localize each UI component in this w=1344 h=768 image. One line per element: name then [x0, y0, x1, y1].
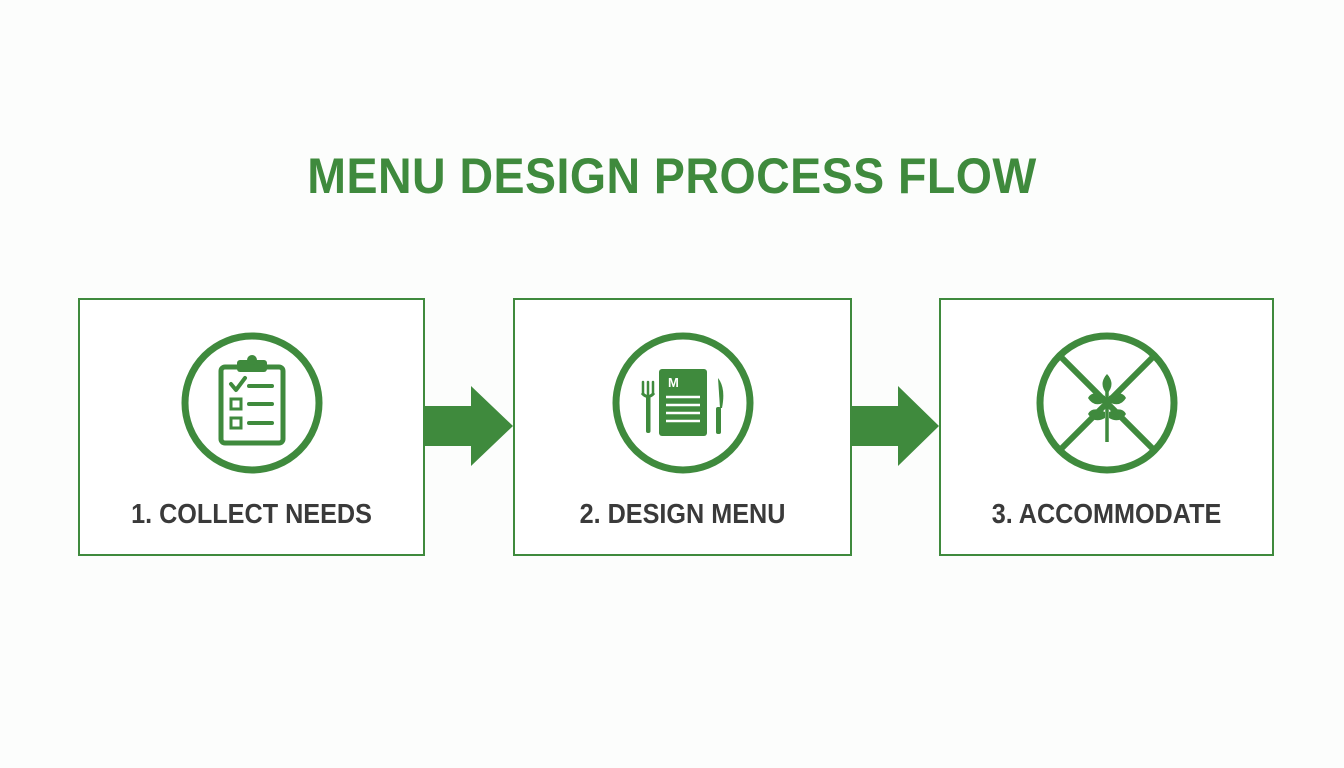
- step-box-collect-needs: 1. COLLECT NEEDS: [78, 298, 425, 556]
- no-plant-allergen-icon: [1034, 330, 1180, 476]
- flow-arrow-1-to-2: [425, 386, 513, 466]
- step-box-design-menu: M 2. DESIGN MENU: [513, 298, 852, 556]
- menu-card-letter: M: [668, 375, 679, 390]
- flow-arrow-2-to-3: [852, 386, 939, 466]
- clipboard-checklist-icon: [179, 330, 325, 476]
- menu-card-utensils-icon: M: [610, 330, 756, 476]
- step-label-collect-needs: 1. COLLECT NEEDS: [131, 498, 372, 529]
- step-label-design-menu: 2. DESIGN MENU: [579, 498, 786, 529]
- step-box-accommodate: 3. ACCOMMODATE: [939, 298, 1274, 556]
- diagram-title: MENU DESIGN PROCESS FLOW: [307, 148, 1037, 204]
- step-label-accommodate: 3. ACCOMMODATE: [991, 498, 1222, 529]
